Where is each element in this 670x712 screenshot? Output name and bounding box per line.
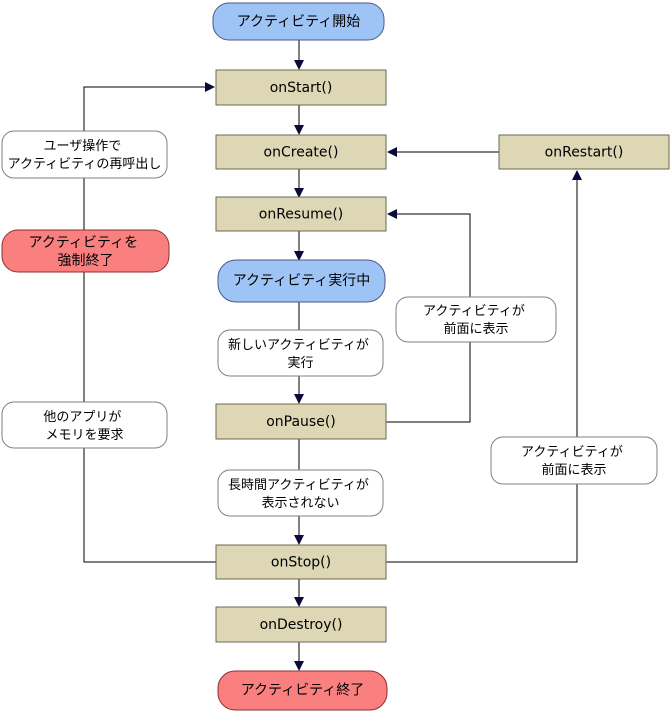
foreground-note-pause: アクティビティが 前面に表示 bbox=[395, 296, 557, 343]
not-visible-label: 長時間アクティビティが 表示されない bbox=[228, 478, 373, 511]
onstop-box: onStop() bbox=[215, 544, 387, 580]
force-kill-label: アクティビティを 強制終了 bbox=[28, 235, 142, 269]
oncreate-label: onCreate() bbox=[264, 145, 339, 161]
not-visible-note: 長時間アクティビティが 表示されない bbox=[217, 469, 384, 517]
activity-start-node: アクティビティ開始 bbox=[212, 2, 385, 41]
activity-running-node: アクティビティ実行中 bbox=[217, 259, 386, 303]
onresume-box: onResume() bbox=[215, 196, 387, 232]
force-kill-node: アクティビティを 強制終了 bbox=[1, 229, 170, 273]
foreground-note-stop: アクティビティが 前面に表示 bbox=[490, 436, 658, 485]
foreground-note-pause-label: アクティビティが 前面に表示 bbox=[423, 304, 529, 337]
activity-running-label: アクティビティ実行中 bbox=[233, 273, 371, 289]
ondestroy-box: onDestroy() bbox=[215, 606, 387, 643]
onrestart-label: onRestart() bbox=[545, 145, 624, 161]
activity-start-label: アクティビティ開始 bbox=[237, 14, 361, 30]
onstart-label: onStart() bbox=[270, 80, 333, 96]
other-app-memory-label: 他のアプリが メモリを要求 bbox=[43, 410, 125, 443]
onpause-box: onPause() bbox=[215, 403, 387, 440]
new-activity-label: 新しいアクティビティが 実行 bbox=[228, 337, 373, 371]
user-recall-note: ユーザ操作で アクティビティの再呼出し bbox=[1, 130, 168, 179]
arrow-onstop-to-onrestart bbox=[386, 170, 582, 563]
activity-end-node: アクティビティ終了 bbox=[217, 670, 388, 711]
onresume-label: onResume() bbox=[259, 207, 344, 223]
onpause-label: onPause() bbox=[266, 414, 336, 430]
onstart-box: onStart() bbox=[215, 69, 387, 106]
other-app-memory-note: 他のアプリが メモリを要求 bbox=[1, 401, 168, 449]
foreground-note-stop-label: アクティビティが 前面に表示 bbox=[521, 445, 627, 478]
arrow-onstop-to-onstart-left-loop bbox=[83, 82, 216, 563]
oncreate-box: onCreate() bbox=[215, 134, 387, 170]
activity-end-label: アクティビティ終了 bbox=[241, 683, 365, 699]
new-activity-note: 新しいアクティビティが 実行 bbox=[217, 329, 384, 377]
ondestroy-label: onDestroy() bbox=[260, 617, 343, 633]
onrestart-box: onRestart() bbox=[498, 134, 670, 170]
user-recall-label: ユーザ操作で アクティビティの再呼出し bbox=[8, 138, 162, 172]
onstop-label: onStop() bbox=[271, 555, 331, 571]
